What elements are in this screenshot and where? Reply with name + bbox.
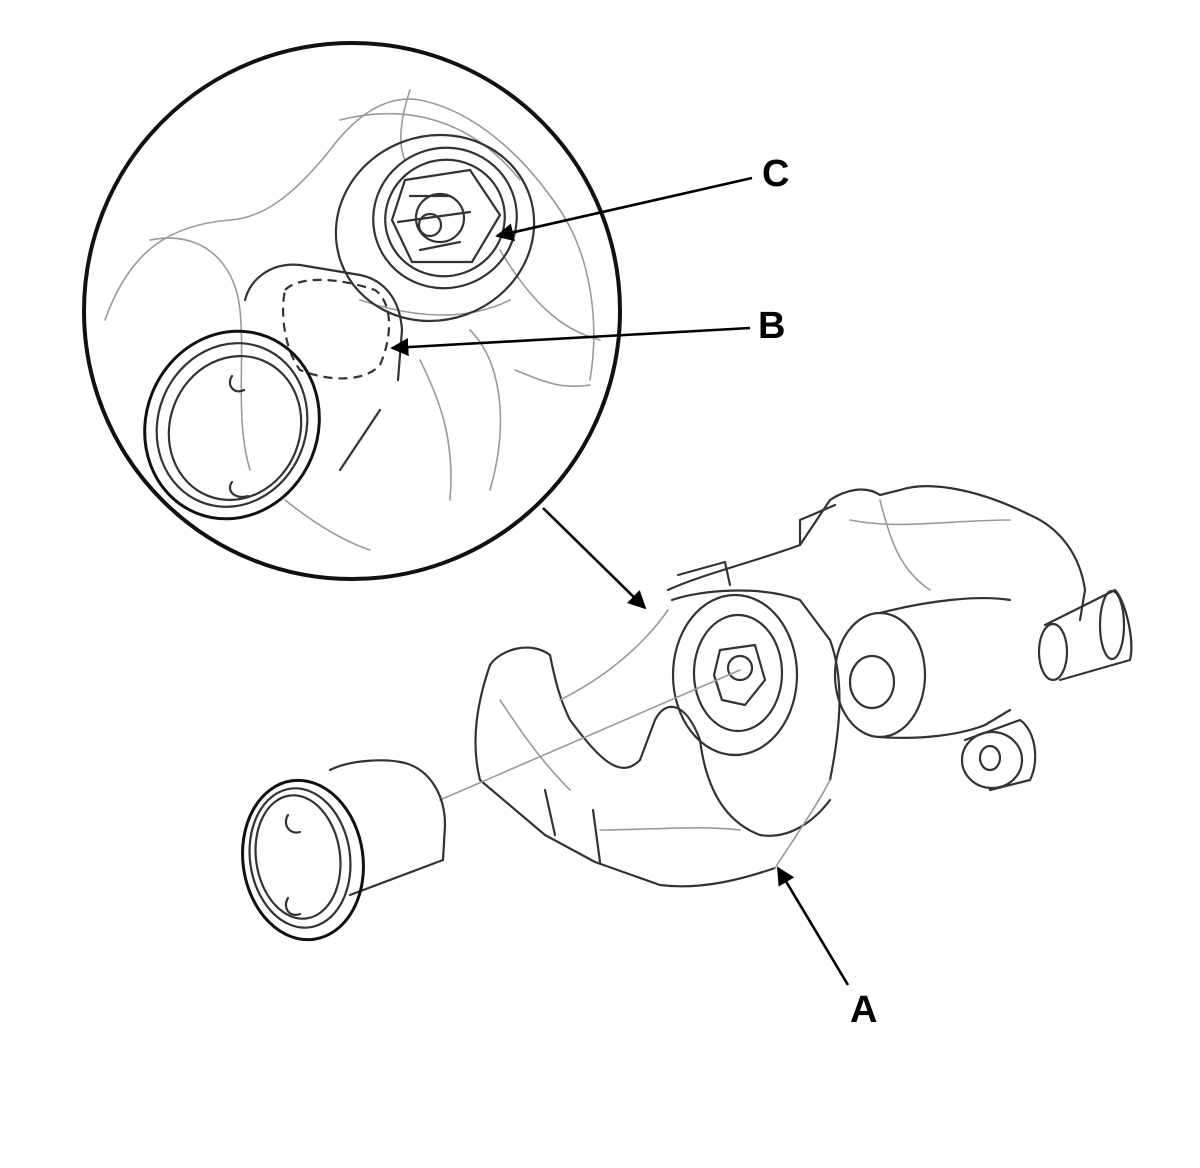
brake-caliper bbox=[439, 485, 1133, 888]
leader-c bbox=[495, 176, 753, 242]
detail-view bbox=[82, 41, 622, 581]
piston-cup-detail bbox=[143, 263, 404, 521]
callout-label-c: C bbox=[762, 153, 789, 195]
leader-a bbox=[776, 866, 850, 986]
callout-label-b: B bbox=[758, 305, 785, 347]
callout-label-a: A bbox=[850, 989, 877, 1031]
detail-to-caliper-arrow bbox=[542, 507, 647, 610]
piston-cup bbox=[241, 759, 447, 942]
leader-b bbox=[390, 326, 751, 357]
detail-circle-outline bbox=[82, 41, 622, 581]
piston-bore-detail bbox=[334, 133, 536, 323]
